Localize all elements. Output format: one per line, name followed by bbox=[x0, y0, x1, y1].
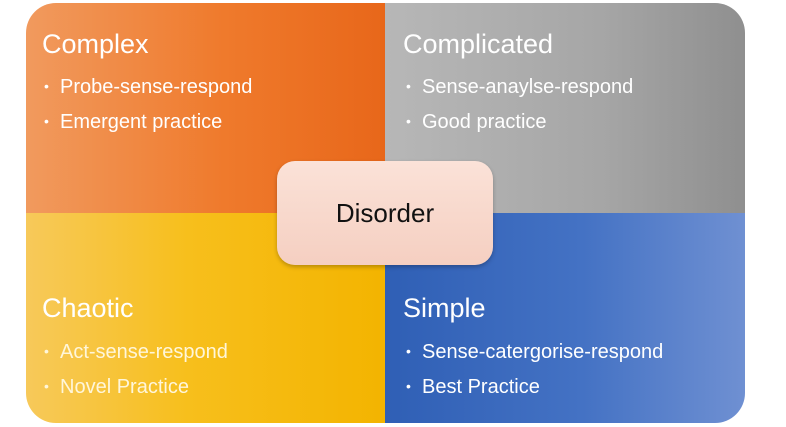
list-item: • Emergent practice bbox=[44, 104, 252, 139]
item-text: Best Practice bbox=[422, 376, 540, 398]
list-item: • Best Practice bbox=[406, 369, 663, 404]
bullet-icon: • bbox=[406, 78, 411, 94]
item-text: Emergent practice bbox=[60, 111, 223, 133]
disorder-label: Disorder bbox=[335, 197, 435, 228]
quadrant-title: Chaotic bbox=[42, 293, 134, 323]
quadrant-list: • Sense-catergorise-respond • Best Practic… bbox=[406, 334, 663, 404]
bullet-icon: • bbox=[44, 343, 49, 359]
item-text: Probe-sense-respond bbox=[60, 76, 253, 98]
item-text: Good practice bbox=[422, 111, 547, 133]
quadrant-title: Complex bbox=[42, 29, 149, 59]
list-item: • Good practice bbox=[406, 104, 633, 139]
disorder-box: Disorder bbox=[277, 161, 493, 265]
bullet-icon: • bbox=[44, 113, 49, 129]
bullet-icon: • bbox=[44, 78, 49, 94]
item-text: Novel Practice bbox=[60, 376, 189, 398]
bullet-icon: • bbox=[406, 343, 411, 359]
quadrant-list: • Sense-anaylse-respond • Good practice bbox=[406, 69, 633, 139]
list-item: • Novel Practice bbox=[44, 369, 228, 404]
quadrant-complicated: Complicated • Sense-anaylse-respond • Good… bbox=[385, 3, 745, 213]
bullet-icon: • bbox=[406, 378, 411, 394]
list-item: • Act-sense-respond bbox=[44, 334, 228, 369]
bullet-icon: • bbox=[44, 378, 49, 394]
list-item: • Sense-catergorise-respond bbox=[406, 334, 663, 369]
item-text: Act-sense-respond bbox=[60, 341, 228, 363]
bullet-icon: • bbox=[406, 113, 411, 129]
list-item: • Probe-sense-respond bbox=[44, 69, 252, 104]
quadrant-complex: Complex • Probe-sense-respond • Emergent p… bbox=[26, 3, 385, 213]
quadrant-title: Complicated bbox=[403, 29, 554, 59]
quadrant-list: • Act-sense-respond • Novel Practice bbox=[44, 334, 228, 404]
item-text: Sense-catergorise-respond bbox=[422, 341, 664, 363]
list-item: • Sense-anaylse-respond bbox=[406, 69, 633, 104]
item-text: Sense-anaylse-respond bbox=[422, 76, 634, 98]
quadrant-list: • Probe-sense-respond • Emergent practice bbox=[44, 69, 252, 139]
quadrant-chaotic: Chaotic • Act-sense-respond • Novel Practi… bbox=[26, 213, 385, 423]
quadrant-title: Simple bbox=[403, 293, 486, 323]
